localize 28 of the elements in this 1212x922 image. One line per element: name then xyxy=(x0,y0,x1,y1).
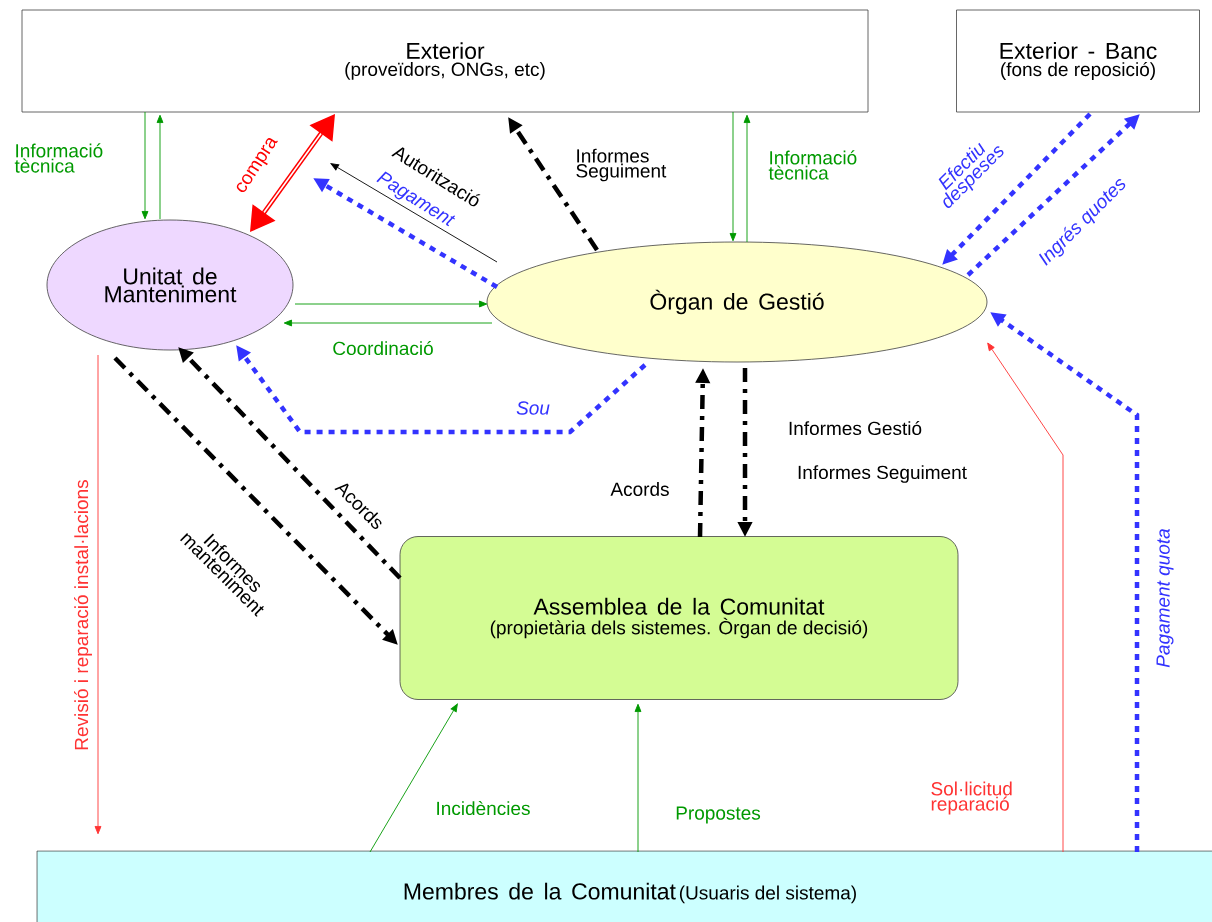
edge-label: Acords xyxy=(610,482,669,496)
label: Informes Seguiment xyxy=(798,465,967,483)
edge-label: Informació tècnica xyxy=(768,150,857,180)
arrow xyxy=(141,111,149,220)
edge-label: Informes Seguiment xyxy=(576,148,667,182)
edge-label: Sol·licitud reparació xyxy=(931,781,1012,815)
arrow xyxy=(330,163,498,263)
arrow xyxy=(250,114,335,232)
arrow xyxy=(283,319,493,327)
arrow xyxy=(294,300,488,308)
entity-box: Exterior - Banc (fons de reposició) xyxy=(956,9,1200,113)
edge-label: Informes Gestió xyxy=(789,420,922,436)
arrow xyxy=(369,703,458,853)
edge-label: Revisió i reparació instal·lacions xyxy=(74,480,92,750)
assembly-box: Assemblea de la Comunitat (propietària dels sistemes. Òrgan de decisió) xyxy=(399,536,959,700)
arrow xyxy=(634,703,642,853)
edge-label: Sou xyxy=(516,401,550,415)
arrow xyxy=(94,354,102,835)
edge-label: Informació tècnica xyxy=(14,143,103,173)
entity-box: Exterior (proveïdors, ONGs, etc) xyxy=(21,9,869,113)
arrow xyxy=(743,114,751,243)
edge-label: Incidències xyxy=(437,800,530,816)
edge-label: Coordinació xyxy=(333,340,433,356)
arrow xyxy=(987,342,1064,853)
arrow xyxy=(156,114,164,220)
edge-label: Pagament quota xyxy=(1156,529,1174,668)
arrow xyxy=(729,111,737,242)
edge-label: Propostes xyxy=(676,806,761,824)
